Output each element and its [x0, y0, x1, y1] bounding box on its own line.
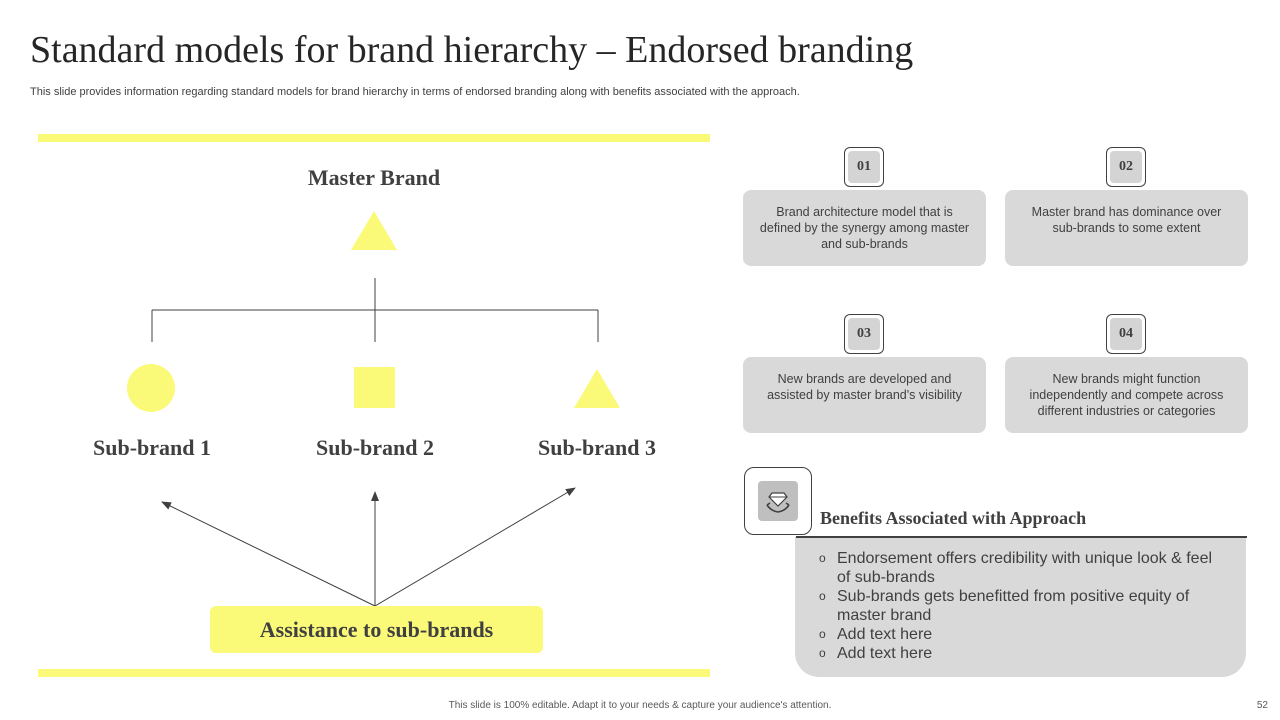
benefits-divider — [796, 536, 1247, 538]
feature-card-04: New brands might function independently … — [1005, 357, 1248, 433]
bottom-accent-bar — [38, 669, 710, 677]
benefit-text: Add text here — [837, 645, 933, 662]
number-badge-label: 02 — [1110, 151, 1142, 183]
feature-card-01: Brand architecture model that is defined… — [743, 190, 986, 266]
slide-subtitle: This slide provides information regardin… — [30, 86, 800, 98]
benefit-text: Endorsement offers credibility with uniq… — [837, 550, 1213, 586]
number-badge-03: 03 — [844, 314, 884, 354]
bullet-icon: o — [819, 551, 826, 565]
bullet-icon: o — [819, 627, 826, 641]
sub-brand-2-label: Sub-brand 2 — [315, 435, 434, 460]
benefit-item: o Add text here — [819, 625, 1226, 644]
arrow-to-sub-brand-1 — [161, 501, 376, 607]
hierarchy-diagram — [127, 211, 620, 607]
top-accent-bar — [38, 134, 710, 142]
arrow-to-sub-brand-3 — [374, 487, 576, 607]
bullet-icon: o — [819, 646, 826, 660]
footer-note: This slide is 100% editable. Adapt it to… — [448, 700, 832, 711]
sub-brand-1-label: Sub-brand 1 — [92, 435, 211, 460]
number-badge-label: 03 — [848, 318, 880, 350]
slide-title: Standard models for brand hierarchy – En… — [30, 29, 914, 71]
benefit-item: o Endorsement offers credibility with un… — [819, 549, 1226, 587]
sub-brand-1-circle — [127, 364, 175, 412]
number-badge-04: 04 — [1106, 314, 1146, 354]
feature-card-03: New brands are developed and assisted by… — [743, 357, 986, 433]
benefit-item: o Sub-brands gets benefitted from positi… — [819, 587, 1226, 625]
master-brand-triangle — [351, 211, 397, 250]
benefits-icon-box — [744, 467, 812, 535]
bullet-icon: o — [819, 589, 826, 603]
benefits-title: Benefits Associated with Approach — [820, 508, 1087, 528]
page-number: 52 — [1256, 700, 1268, 711]
number-badge-01: 01 — [844, 147, 884, 187]
benefit-text: Add text here — [837, 626, 933, 643]
sub-brand-3-triangle — [574, 369, 620, 408]
benefits-panel: o Endorsement offers credibility with un… — [795, 537, 1246, 677]
benefit-text: Sub-brands gets benefitted from positive… — [837, 588, 1190, 624]
sub-brand-2-square — [354, 367, 395, 408]
hands-diamond-icon — [758, 481, 798, 521]
benefit-item: o Add text here — [819, 644, 1226, 663]
master-brand-label: Master Brand — [307, 165, 441, 190]
assistance-box: Assistance to sub-brands — [210, 606, 543, 653]
number-badge-label: 04 — [1110, 318, 1142, 350]
number-badge-02: 02 — [1106, 147, 1146, 187]
sub-brand-3-label: Sub-brand 3 — [537, 435, 656, 460]
number-badge-label: 01 — [848, 151, 880, 183]
feature-card-02: Master brand has dominance over sub-bran… — [1005, 190, 1248, 266]
